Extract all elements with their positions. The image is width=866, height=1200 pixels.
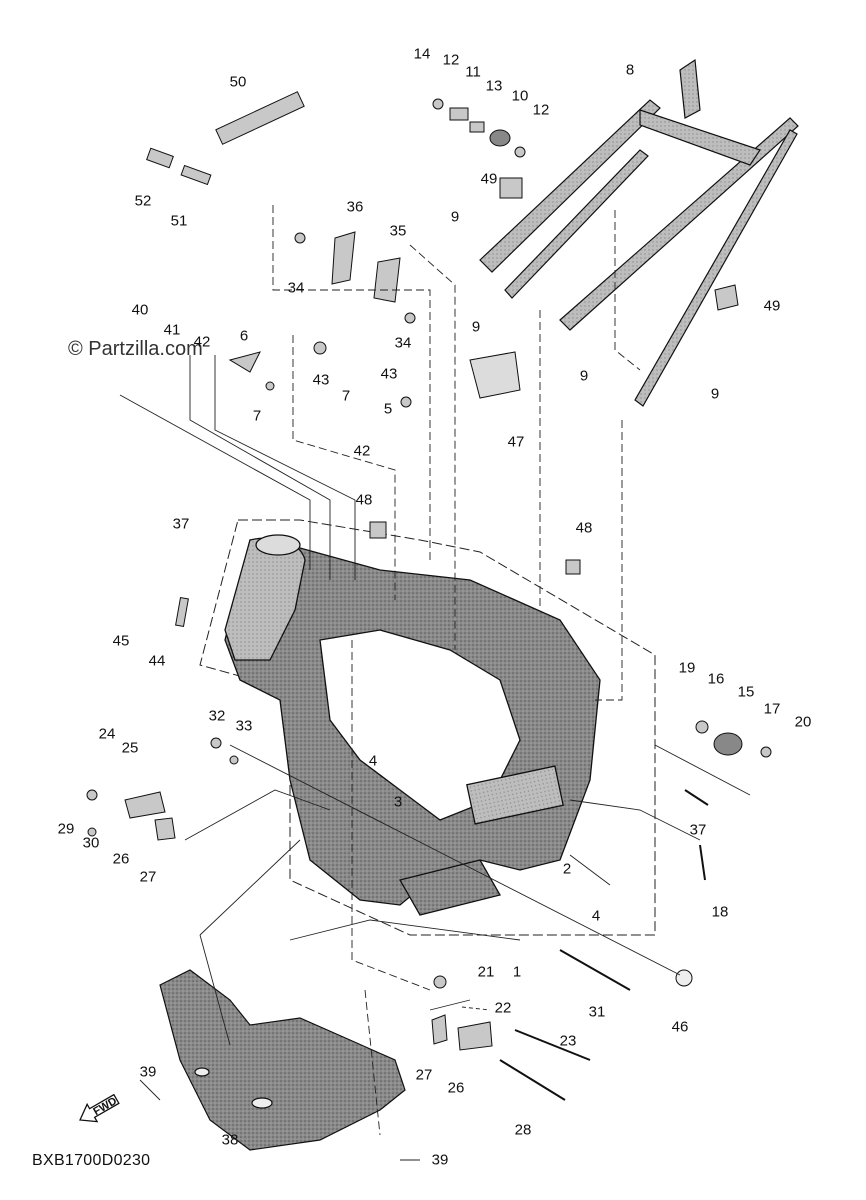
part-callout-c34a: 34 (287, 279, 305, 297)
part-callout-c4a: 4 (368, 752, 378, 770)
part-callout-c41: 41 (163, 321, 181, 339)
main-frame (224, 534, 601, 916)
part-callout-c12b: 12 (532, 101, 550, 119)
part-callout-c37b: 37 (689, 821, 707, 839)
part-callout-c46: 46 (671, 1018, 689, 1036)
part-callout-c13: 13 (485, 77, 503, 95)
part-callout-c6: 6 (239, 327, 249, 345)
part-callout-c42a: 42 (193, 333, 211, 351)
diagram-code: BXB1700D0230 (32, 1152, 151, 1169)
part-callout-c11: 11 (465, 63, 481, 81)
part-callout-c42b: 42 (353, 442, 371, 460)
part-callout-c15: 15 (737, 683, 755, 701)
part-callout-c27a: 27 (139, 868, 157, 886)
part-callout-c23: 23 (559, 1032, 577, 1050)
part-callout-c49a: 49 (480, 170, 498, 188)
part-callout-c16: 16 (707, 670, 725, 688)
part-callout-c3: 3 (393, 793, 403, 811)
part-callout-c26b: 26 (447, 1079, 465, 1097)
part-callout-c36: 36 (346, 198, 364, 216)
part-callout-c33: 33 (235, 717, 253, 735)
part-callout-c10: 10 (511, 87, 529, 105)
part-callout-c2: 2 (562, 860, 572, 878)
part-callout-c30: 30 (82, 834, 100, 852)
part-callout-c29: 29 (57, 820, 75, 838)
part-callout-c48a: 48 (355, 491, 373, 509)
part-callout-c12a: 12 (442, 51, 460, 69)
part-callout-c32: 32 (208, 707, 226, 725)
part-callout-c27b: 27 (415, 1066, 433, 1084)
part-callout-c48b: 48 (575, 519, 593, 537)
part-callout-c51: 51 (170, 212, 188, 230)
part-callout-c34b: 34 (394, 334, 412, 352)
part-callout-c50: 50 (229, 73, 247, 91)
part-callout-c24: 24 (98, 725, 116, 743)
part-callout-c25: 25 (121, 739, 139, 757)
part-callout-c14: 14 (413, 45, 431, 63)
leader-lines (119, 205, 751, 1161)
part-callout-c28: 28 (514, 1121, 532, 1139)
part-callout-c43b: 43 (380, 365, 398, 383)
fwd-arrow-icon: FWD (79, 1093, 120, 1123)
small-hardware (86, 91, 772, 1051)
part-callout-c9c: 9 (579, 367, 589, 385)
part-callout-c4b: 4 (591, 907, 601, 925)
part-callout-c9d: 9 (710, 385, 720, 403)
part-callout-c38: 38 (221, 1131, 239, 1149)
part-callout-c37a: 37 (172, 515, 190, 533)
part-callout-c26a: 26 (112, 850, 130, 868)
part-callout-c18: 18 (711, 903, 729, 921)
part-callout-c5: 5 (383, 400, 393, 418)
part-callout-c40: 40 (131, 301, 149, 319)
long-bolts (499, 789, 709, 1101)
part-callout-c1: 1 (512, 963, 522, 981)
part-callout-c44: 44 (148, 652, 166, 670)
part-callout-c8: 8 (625, 61, 635, 79)
part-callout-c7b: 7 (252, 407, 262, 425)
part-callout-c17: 17 (763, 700, 781, 718)
part-callout-c43a: 43 (312, 371, 330, 389)
part-callout-c7a: 7 (341, 387, 351, 405)
part-callout-c20: 20 (794, 713, 812, 731)
part-callout-c39a: 39 (139, 1063, 157, 1081)
part-callout-c9a: 9 (450, 208, 460, 226)
part-callout-c22: 22 (494, 999, 512, 1017)
part-callout-c45: 45 (112, 632, 130, 650)
part-callout-c39b: 39 (431, 1151, 449, 1169)
part-callout-c49b: 49 (763, 297, 781, 315)
part-callout-c35: 35 (389, 222, 407, 240)
rear-subframe (479, 58, 799, 407)
watermark: © Partzilla.com (68, 338, 203, 360)
part-callout-c9b: 9 (471, 318, 481, 336)
part-callout-c19: 19 (678, 659, 696, 677)
part-callout-c21: 21 (477, 963, 495, 981)
part-callout-c52: 52 (134, 192, 152, 210)
fwd-label: FWD (91, 1095, 119, 1118)
part-callout-c31: 31 (588, 1003, 606, 1021)
belly-pan (159, 969, 406, 1151)
part-callout-c47: 47 (507, 433, 525, 451)
